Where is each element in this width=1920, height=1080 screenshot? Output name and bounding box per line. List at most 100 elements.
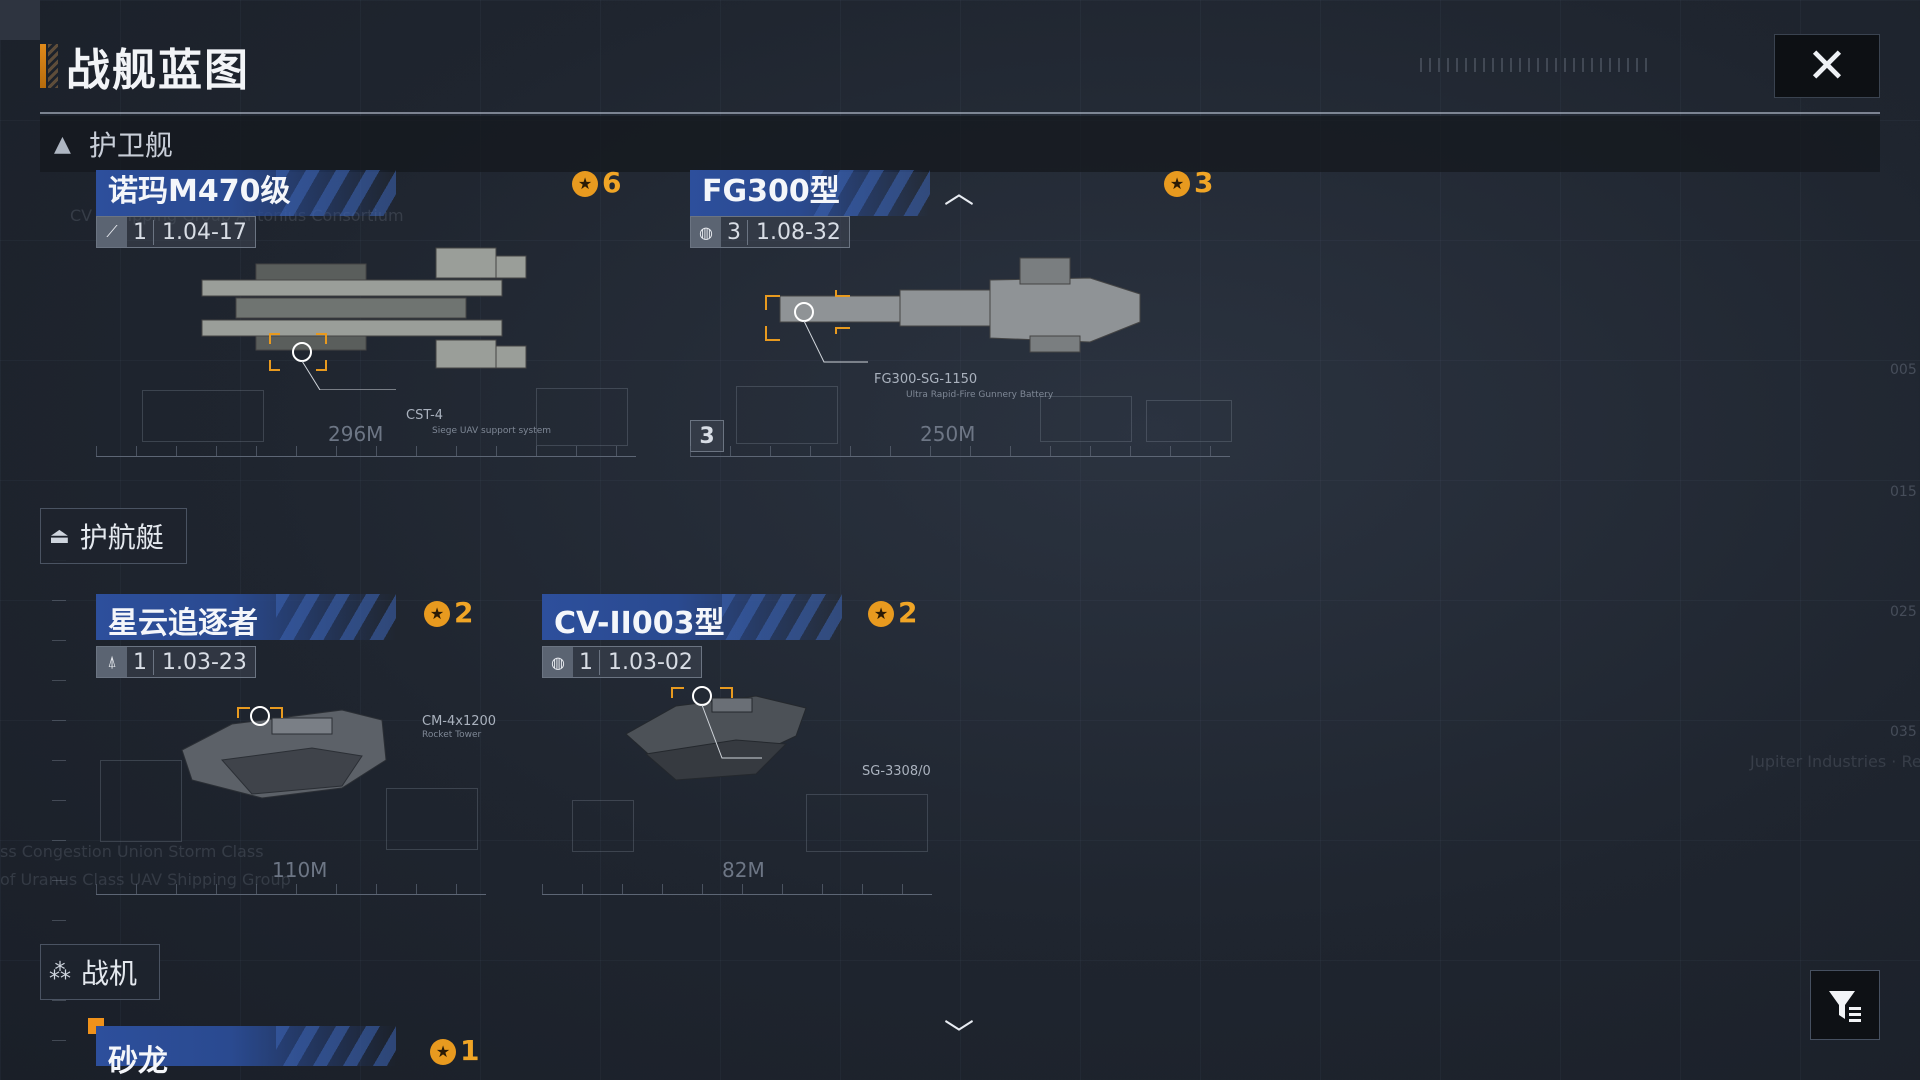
tier-value: 1: [573, 649, 600, 675]
count-value: 6: [602, 166, 622, 199]
stat-box: ⍋ 1 1.03-23: [96, 646, 256, 678]
blueprint-ghost: [100, 760, 182, 842]
version-value: 1.03-23: [162, 649, 247, 675]
filter-icon: [1829, 991, 1861, 1022]
ship-length: 250M: [920, 422, 976, 446]
blueprint-ghost: [1040, 396, 1132, 442]
length-ruler: [96, 884, 486, 895]
ship-image: [625, 686, 807, 781]
blueprint-ghost: [572, 800, 634, 852]
part-label: SG-3308/0: [862, 764, 931, 779]
section-label: 战机: [81, 957, 138, 990]
ship-card-nebula-chaser[interactable]: 星云追逐者 ★2 ⍋ 1 1.03-23 CM-4x1200 Rocket To…: [96, 594, 496, 895]
side-number: 005: [1890, 362, 1917, 378]
escort-ship-icon: ⏏: [49, 523, 70, 549]
part-description: Siege UAV support system: [432, 426, 551, 436]
corner-mark: [0, 0, 40, 40]
tier-value: 1: [127, 219, 154, 245]
name-banner: [96, 1026, 396, 1066]
ship-length: 296M: [328, 422, 384, 446]
length-ruler: [96, 446, 636, 457]
count-value: 2: [898, 596, 918, 629]
ship-name: CV-II003型: [554, 606, 725, 641]
ship-image: [201, 247, 527, 390]
tier-value: 1: [127, 649, 154, 675]
category-bar[interactable]: ▲ 护卫舰: [40, 116, 1880, 172]
blueprint-ghost: [142, 390, 264, 442]
section-fighter[interactable]: ⁂ 战机: [40, 944, 161, 1000]
part-label: FG300-SG-1150: [874, 372, 978, 387]
ship-count: ★2: [424, 596, 473, 629]
ship-count: ★2: [868, 596, 917, 629]
ship-name: 砂龙: [108, 1044, 168, 1079]
version-value: 1.03-02: [608, 649, 693, 675]
ship-length: 82M: [722, 858, 765, 882]
chevron-up-icon: ︿: [944, 176, 974, 211]
background-text: Jupiter Industries · Re: [1750, 752, 1920, 771]
filter-button[interactable]: [1810, 970, 1880, 1040]
part-description: Rocket Tower: [422, 730, 482, 740]
section-escort[interactable]: ⏏ 护航艇: [40, 508, 187, 564]
section-label: 护航艇: [79, 521, 164, 554]
blueprint-ghost: [536, 388, 628, 446]
ship-image: [181, 706, 387, 799]
blueprint-ghost: [736, 386, 838, 444]
ship-name: 诺玛M470级: [108, 174, 291, 209]
part-description: Ultra Rapid-Fire Gunnery Battery: [906, 390, 1054, 400]
close-icon: ✕: [1806, 38, 1848, 94]
count-value: 2: [454, 596, 474, 629]
side-number: 025: [1890, 604, 1917, 620]
stat-box: ⟋ 1 1.04-17: [96, 216, 256, 248]
level-badge-value: 3: [699, 423, 715, 449]
title-accent-stripes: [48, 44, 58, 88]
scroll-up-button[interactable]: ︿: [944, 168, 974, 212]
title-accent: [40, 44, 46, 88]
page-header: 战舰蓝图: [40, 42, 250, 96]
ship-name: FG300型: [702, 174, 840, 209]
name-banner: [96, 170, 396, 216]
ship-card-cv-ii003[interactable]: CV-II003型 ★2 ◍ 1 1.03-02 SG-3308/0 82M: [542, 594, 932, 895]
star-badge-icon: ★: [424, 601, 450, 627]
version-value: 1.04-17: [162, 219, 247, 245]
left-scale-rail: [52, 560, 66, 1060]
chevron-down-icon: ﹀: [944, 1018, 974, 1053]
star-badge-icon: ★: [430, 1039, 456, 1065]
version-value: 1.08-32: [756, 219, 841, 245]
length-ruler: [690, 446, 1230, 457]
count-value: 3: [1194, 166, 1214, 199]
ship-count: ★1: [430, 1034, 479, 1067]
background-text: ss Congestion Union Storm Class: [0, 842, 264, 861]
part-label: CST-4: [406, 408, 444, 423]
star-badge-icon: ★: [572, 171, 598, 197]
name-banner: [690, 170, 930, 216]
category-label: 护卫舰: [88, 129, 173, 162]
count-value: 1: [460, 1034, 480, 1067]
ship-image: [765, 257, 1141, 363]
star-badge-icon: ★: [868, 601, 894, 627]
blueprint-ghost: [386, 788, 478, 850]
fighter-squad-icon: ⁂: [49, 959, 71, 985]
page-title: 战舰蓝图: [66, 45, 250, 96]
ship-card-norma-m470[interactable]: 诺玛M470级 ★6 ⟋ 1 1.04-17 CST-4 Siege UAV s…: [96, 166, 636, 470]
side-number: 015: [1890, 484, 1917, 500]
name-banner: [542, 594, 842, 640]
ship-count: ★6: [572, 166, 621, 199]
ship-length: 110M: [272, 858, 328, 882]
stat-box: ◍ 3 1.08-32: [690, 216, 850, 248]
header-tick-marks: [1420, 58, 1650, 72]
ship-silhouette-icon: ⍋: [97, 647, 127, 677]
ship-card-sand-dragon[interactable]: 砂龙 ★1: [96, 1026, 486, 1080]
length-ruler: [542, 884, 932, 895]
close-button[interactable]: ✕: [1774, 34, 1880, 98]
ship-card-fg300[interactable]: FG300型 ★3 ◍ 3 1.08-32 FG300-SG-1150 Ultr…: [690, 166, 1232, 470]
stat-box: ◍ 1 1.03-02: [542, 646, 702, 678]
header-divider: [40, 112, 1880, 114]
ship-count: ★3: [1164, 166, 1213, 199]
star-badge-icon: ★: [1164, 171, 1190, 197]
name-banner: [96, 594, 396, 640]
tier-value: 3: [721, 219, 748, 245]
blueprint-ghost: [806, 794, 928, 852]
scroll-down-button[interactable]: ﹀: [944, 1010, 974, 1054]
triangle-up-icon: ▲: [54, 131, 71, 157]
globe-icon: ◍: [543, 647, 573, 677]
